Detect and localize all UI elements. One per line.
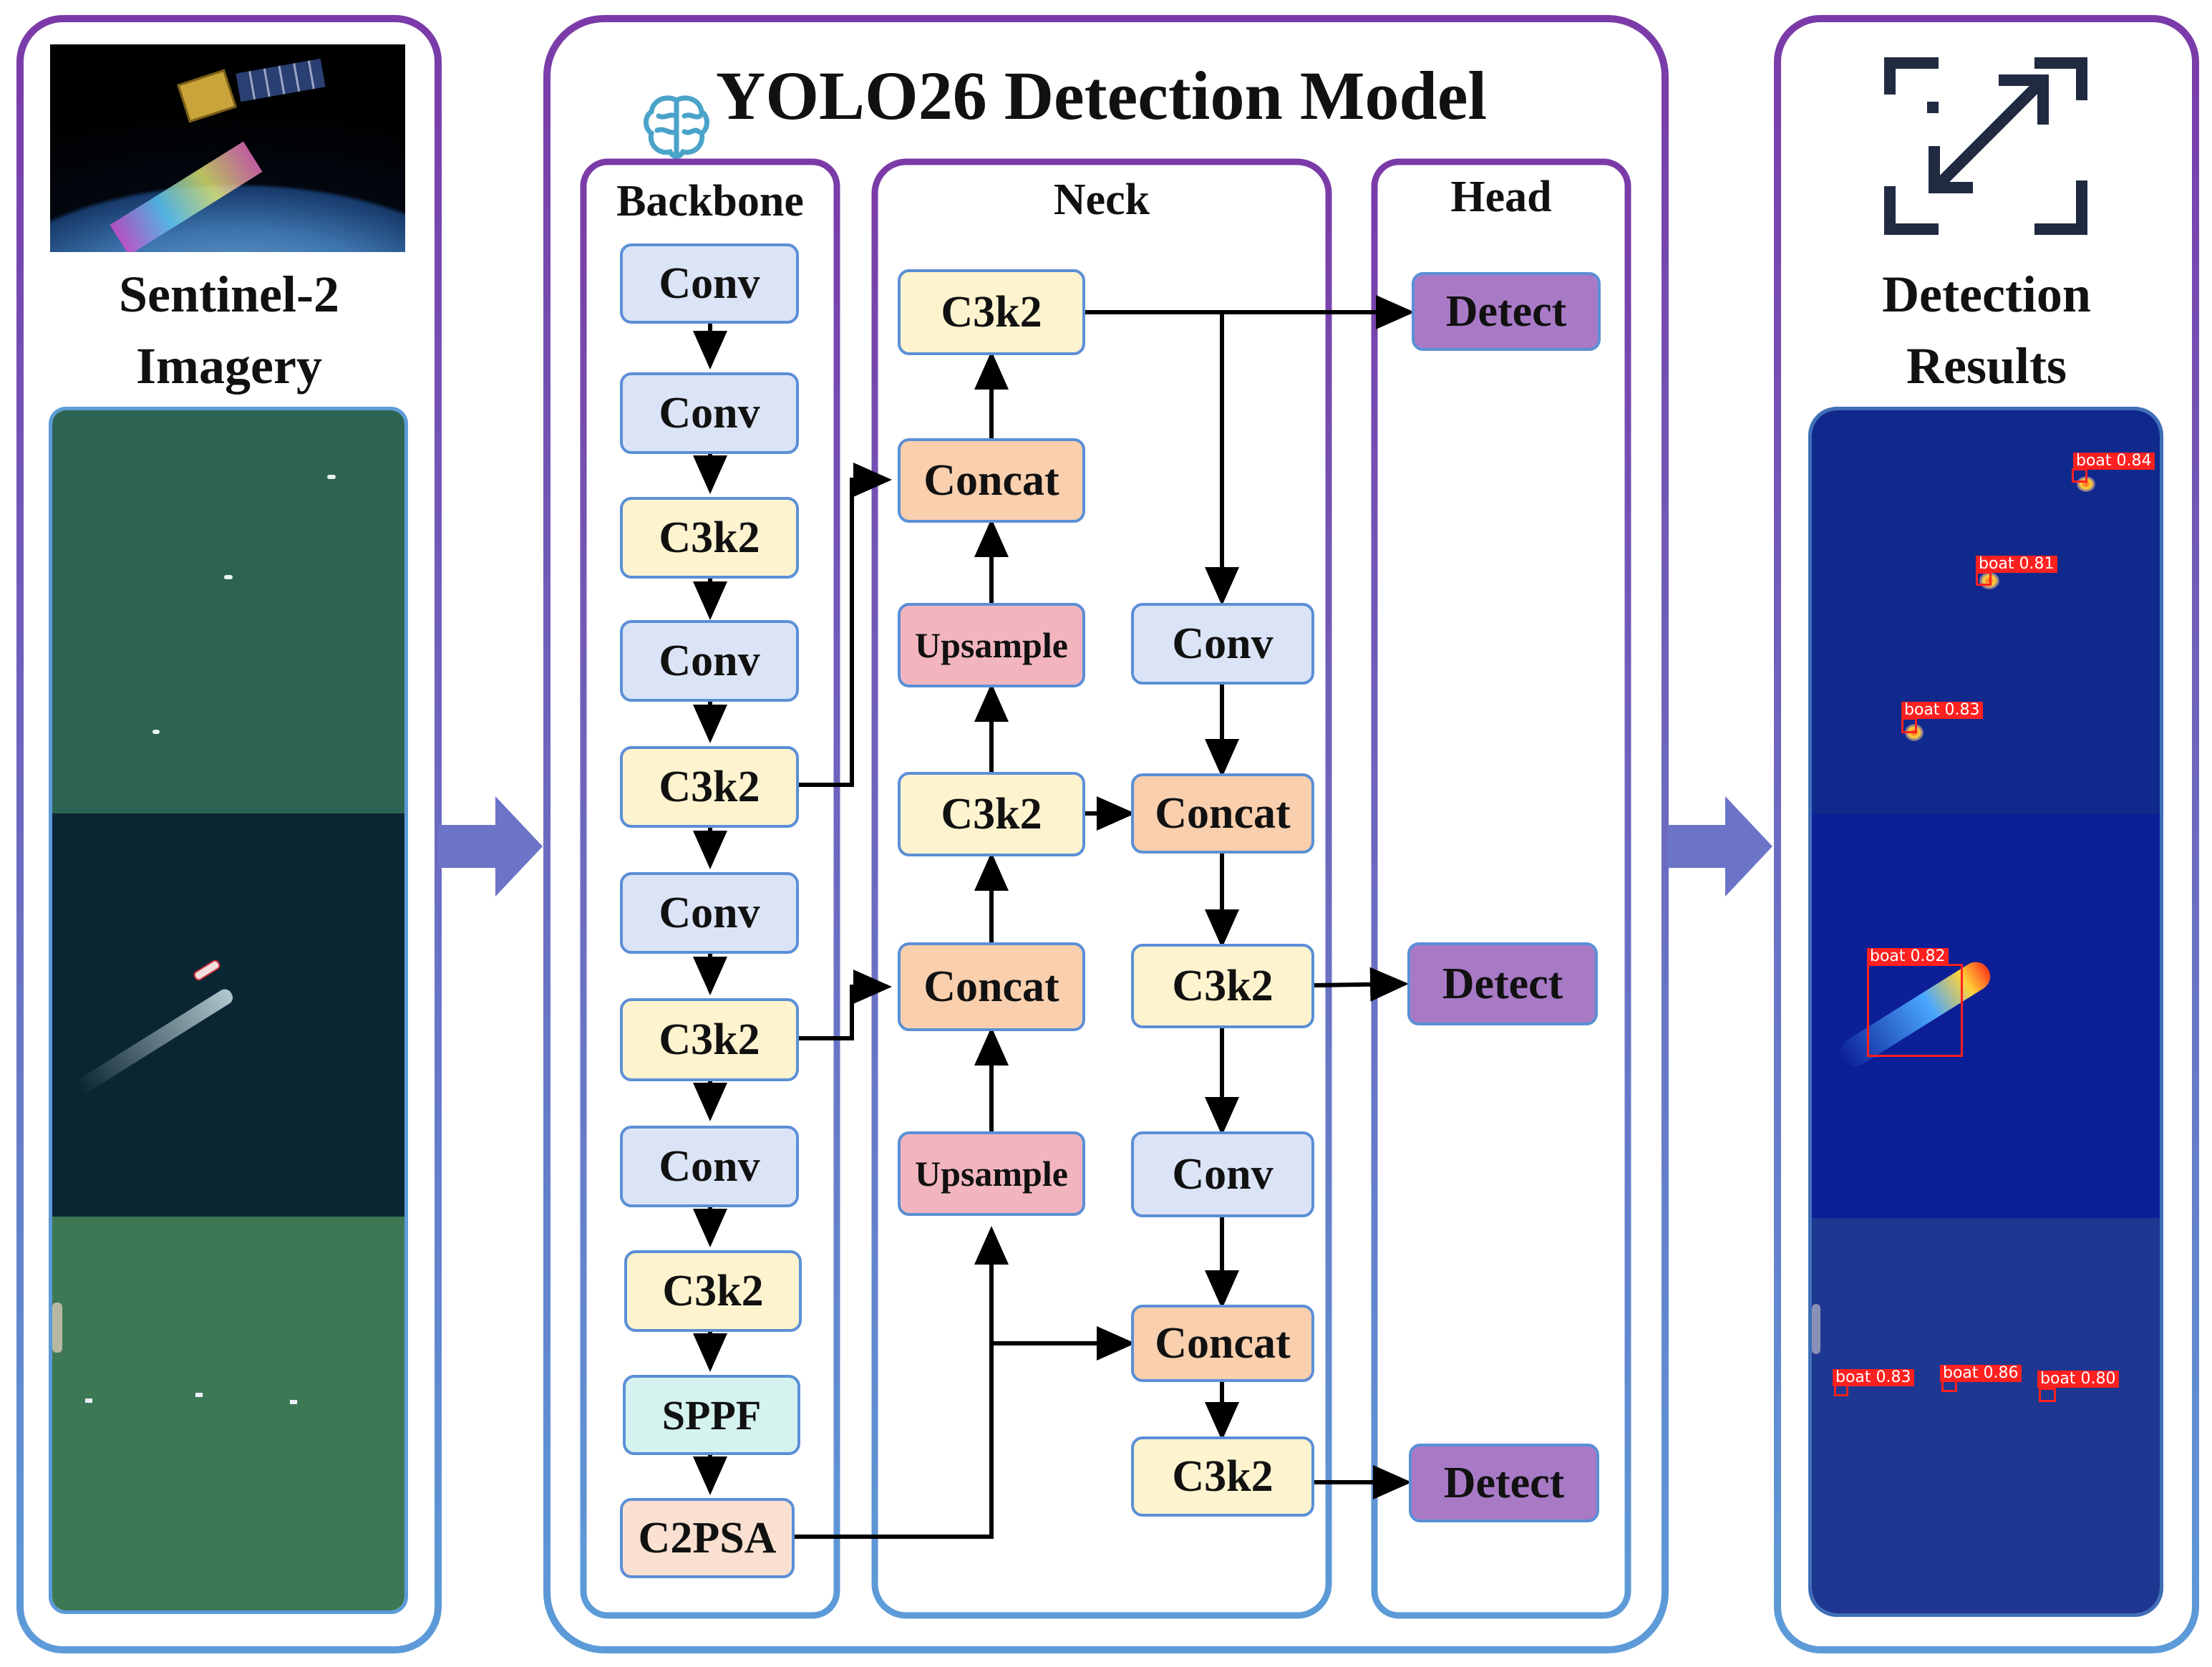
head-detect-2: Detect — [1407, 942, 1598, 1025]
detection-label: boat 0.86 — [1940, 1365, 2022, 1382]
neck-right-c3k2-mid: C3k2 — [1131, 944, 1314, 1028]
neck-right-c3k2-bottom: C3k2 — [1131, 1436, 1314, 1517]
backbone-c3k2-3: C3k2 — [620, 998, 799, 1081]
neck-left-concat-mid: Concat — [898, 942, 1085, 1031]
neck-right-concat-top: Concat — [1131, 773, 1314, 854]
input-tile-2 — [52, 813, 404, 1217]
detection-label: boat 0.83 — [1901, 702, 1983, 719]
head-title: Head — [1450, 173, 1552, 221]
ship-dot — [195, 1393, 203, 1397]
neck-right-concat-bottom: Concat — [1131, 1305, 1314, 1382]
ship-hull — [192, 958, 222, 982]
neck-left-c3k2-mid: C3k2 — [898, 772, 1085, 856]
head-panel — [1371, 158, 1631, 1619]
output-image-stack — [1808, 407, 2163, 1617]
brain-icon — [644, 95, 709, 159]
backbone-c3k2-4: C3k2 — [624, 1250, 802, 1332]
neck-left-upsample-top: Upsample — [898, 603, 1085, 687]
detection-label: boat 0.80 — [2037, 1371, 2119, 1388]
flow-arrow-model-to-output — [1668, 796, 1772, 897]
model-title: YOLO26 Detection Model — [716, 57, 1488, 134]
coast-shape — [1812, 1304, 1820, 1354]
ship-dot — [327, 475, 336, 479]
backbone-c2psa: C2PSA — [620, 1498, 795, 1578]
output-title-line1: Detection — [1882, 266, 2091, 323]
detection-box — [1867, 964, 1963, 1057]
detection-box — [1976, 571, 1992, 586]
backbone-title: Backbone — [616, 177, 804, 226]
output-title-line2: Results — [1906, 337, 2067, 395]
connectors — [693, 295, 1415, 1539]
backbone-conv-1: Conv — [620, 243, 799, 324]
input-image-stack — [49, 407, 408, 1614]
backbone-sppf: SPPF — [623, 1375, 800, 1455]
detection-label: boat 0.83 — [1833, 1369, 1914, 1386]
backbone-conv-5: Conv — [620, 1126, 799, 1207]
backbone-c3k2-1: C3k2 — [620, 497, 799, 579]
output-tile-2 — [1812, 814, 2160, 1218]
model-panel-frame — [543, 15, 1669, 1653]
output-tile-1 — [1812, 410, 2160, 814]
satellite-image — [50, 44, 405, 252]
neck-left-c3k2-top: C3k2 — [898, 269, 1085, 355]
detection-box — [1901, 717, 1917, 733]
head-detect-3: Detect — [1409, 1444, 1599, 1522]
satellite-body-icon — [177, 69, 237, 123]
spectral-swath-icon — [110, 141, 263, 252]
detection-label: boat 0.84 — [2073, 453, 2155, 470]
output-panel-frame — [1774, 15, 2199, 1653]
neck-panel — [871, 158, 1332, 1619]
neck-left-upsample-bottom: Upsample — [898, 1131, 1085, 1216]
detection-label: boat 0.82 — [1867, 948, 1949, 965]
neck-right-conv-bottom: Conv — [1131, 1131, 1314, 1217]
solar-panel-icon — [236, 58, 326, 102]
backbone-panel — [580, 158, 840, 1619]
flow-arrow-input-to-model — [438, 796, 543, 897]
input-tile-3 — [52, 1217, 404, 1610]
input-tile-1 — [52, 410, 404, 813]
neck-title: Neck — [1053, 175, 1150, 224]
detection-box — [2039, 1388, 2056, 1402]
head-detect-1: Detect — [1412, 272, 1601, 351]
backbone-c3k2-2: C3k2 — [620, 746, 799, 828]
ship-dot — [152, 730, 160, 734]
ship-dot — [224, 575, 233, 579]
ship-dot — [290, 1400, 297, 1404]
detection-label: boat 0.81 — [1976, 556, 2057, 573]
detection-box — [2072, 468, 2087, 483]
coast-shape — [52, 1303, 62, 1353]
detection-icon — [1884, 57, 2087, 235]
neck-left-concat-top: Concat — [898, 438, 1085, 523]
output-tile-3 — [1812, 1218, 2160, 1613]
backbone-conv-3: Conv — [620, 620, 799, 702]
ship-dot — [85, 1398, 92, 1403]
backbone-conv-2: Conv — [620, 372, 799, 454]
input-title-line2: Imagery — [136, 337, 322, 395]
backbone-conv-4: Conv — [620, 872, 799, 954]
neck-right-conv-top: Conv — [1131, 603, 1314, 685]
input-title-line1: Sentinel-2 — [118, 266, 339, 323]
ship-wake — [75, 986, 236, 1095]
heat-spot — [2077, 476, 2095, 492]
